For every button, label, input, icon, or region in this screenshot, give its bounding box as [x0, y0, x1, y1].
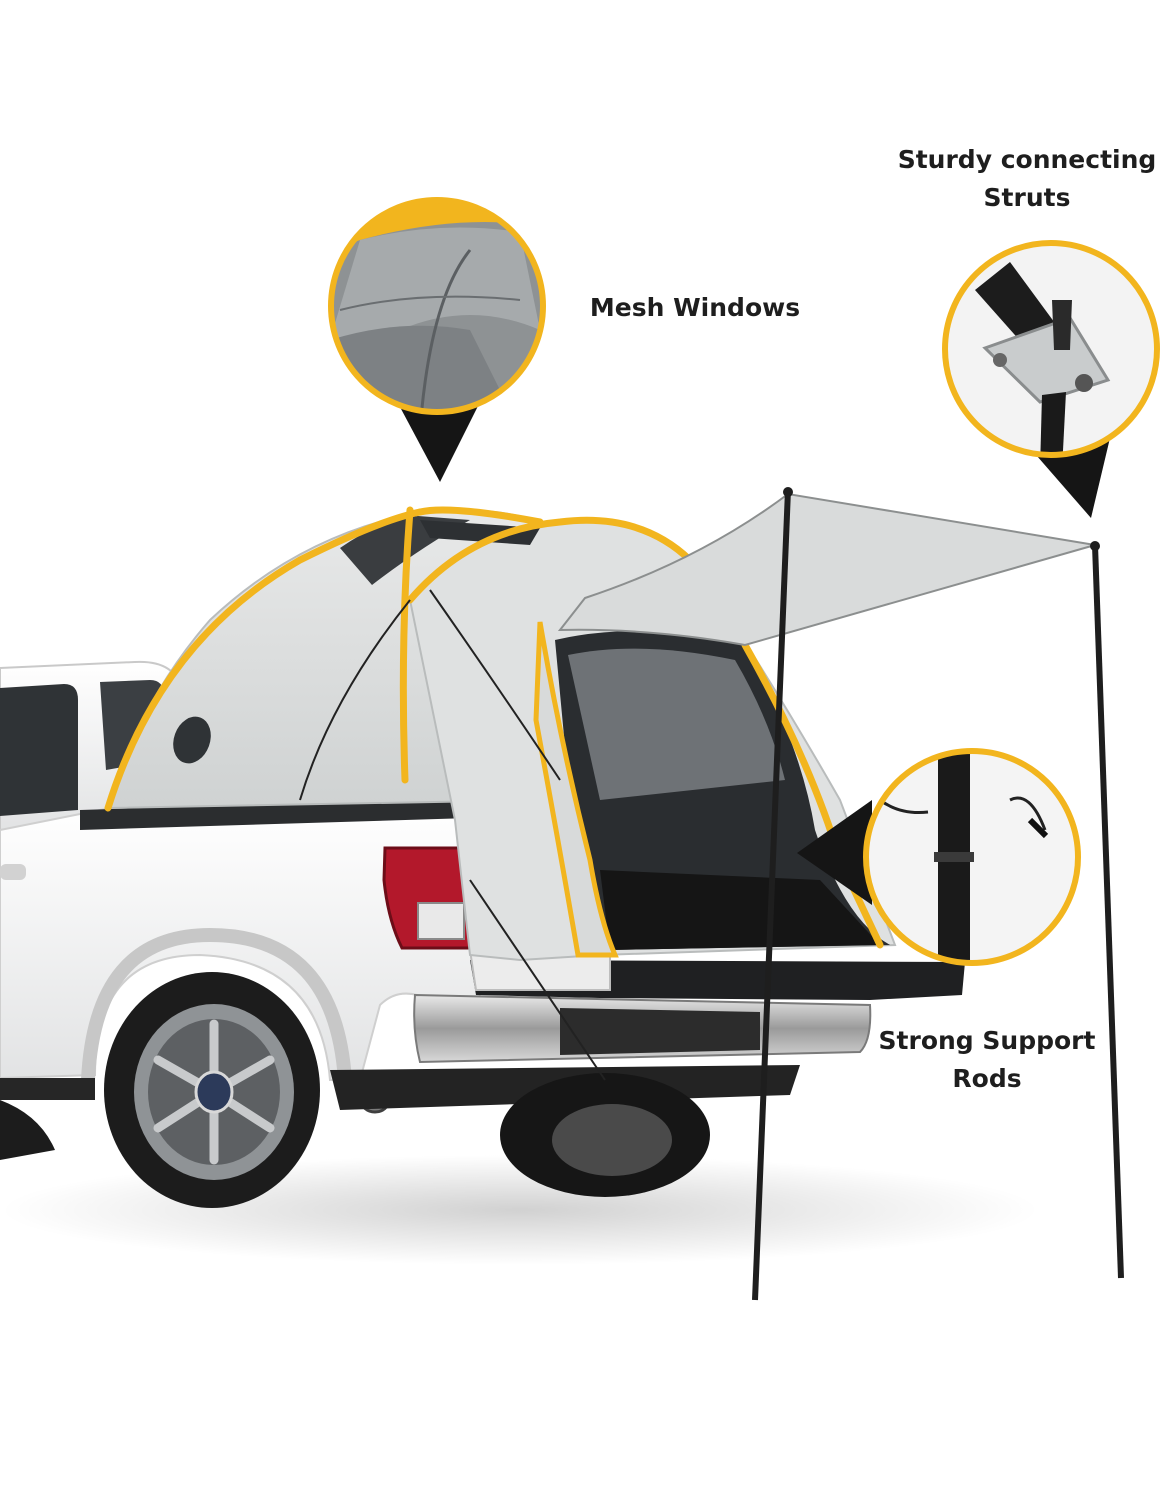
- taillight-lens: [417, 902, 465, 940]
- awning-canopy: [557, 492, 1096, 647]
- tent-side-window: [173, 716, 211, 764]
- tent-guy-lines: [299, 589, 606, 1081]
- fender-arch: [81, 927, 352, 1081]
- pickup-truck: [0, 660, 965, 1114]
- connecting-struts-label-line1: Sturdy connecting: [897, 145, 1157, 174]
- rear-wheel-far: [500, 1073, 710, 1197]
- bumper-step: [560, 1008, 760, 1055]
- rear-wheel-near: [104, 972, 320, 1208]
- strut-bracket-inset: [942, 240, 1160, 518]
- tent-floor: [600, 870, 880, 950]
- tent-door-mesh: [568, 648, 785, 800]
- strut-callout-pointer: [1030, 438, 1110, 518]
- cab-window-rear: [0, 684, 78, 816]
- bed-rail: [80, 798, 470, 830]
- support-rods-label: Strong Support Rods: [862, 1022, 1112, 1098]
- rod-callout-pointer: [797, 800, 872, 905]
- running-board: [0, 1078, 95, 1100]
- tent-awning: [557, 487, 1124, 1301]
- rod-joint-inset: [797, 748, 1081, 966]
- mesh-window-inset: [328, 197, 546, 482]
- tent-door-flap: [533, 621, 619, 958]
- tent-vent: [420, 520, 540, 545]
- support-rod-right: [1092, 544, 1124, 1279]
- front-wheel: [0, 1100, 55, 1160]
- mesh-callout-pointer: [392, 392, 485, 482]
- door-handle: [0, 864, 26, 880]
- support-rod-left: [752, 489, 791, 1301]
- connecting-struts-label: Sturdy connecting Struts: [886, 141, 1168, 217]
- mesh-windows-label-line: Mesh Windows: [589, 293, 801, 322]
- support-rods-label-line1: Strong Support: [878, 1026, 1096, 1055]
- connecting-struts-label-line2: Struts: [983, 183, 1071, 212]
- mesh-windows-label: Mesh Windows: [560, 289, 830, 327]
- support-rods-label-line2: Rods: [952, 1064, 1022, 1093]
